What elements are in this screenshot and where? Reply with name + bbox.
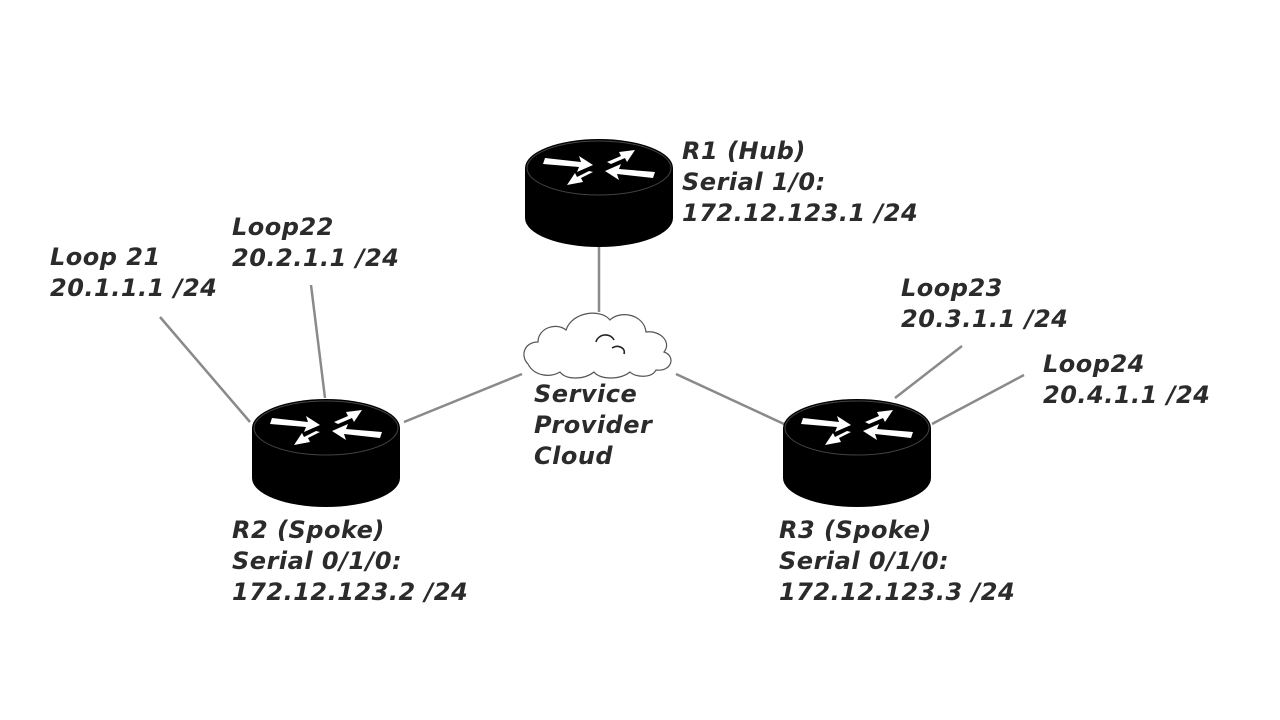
cloud-icon xyxy=(523,312,672,379)
loop24-address: 20.4.1.1 /24 xyxy=(1043,381,1211,409)
r2-name: R2 (Spoke) xyxy=(232,516,385,544)
router-r3-icon xyxy=(782,398,932,508)
cloud-label: Service Provider Cloud xyxy=(534,379,652,472)
r1-interface: Serial 1/0: xyxy=(682,168,826,196)
loop22-name: Loop22 xyxy=(232,213,334,241)
r1-name: R1 (Hub) xyxy=(682,137,806,165)
loop24-label: Loop24 20.4.1.1 /24 xyxy=(1043,349,1210,411)
loop21-address: 20.1.1.1 /24 xyxy=(50,274,218,302)
r3-label: R3 (Spoke) Serial 0/1/0: 172.12.123.3 /2… xyxy=(779,515,1015,608)
cloud-line1: Service xyxy=(534,380,638,408)
r3-address: 172.12.123.3 /24 xyxy=(779,578,1016,606)
link-loop23-r3 xyxy=(894,345,963,399)
loop23-label: Loop23 20.3.1.1 /24 xyxy=(901,273,1068,335)
r3-interface: Serial 0/1/0: xyxy=(779,547,950,575)
loop23-name: Loop23 xyxy=(901,274,1003,302)
loop23-address: 20.3.1.1 /24 xyxy=(901,305,1069,333)
cloud-line2: Provider xyxy=(534,411,653,439)
r1-label: R1 (Hub) Serial 1/0: 172.12.123.1 /24 xyxy=(682,136,918,229)
link-loop22-r2 xyxy=(309,284,327,399)
link-r2-cloud xyxy=(403,372,523,424)
router-r2-icon xyxy=(251,398,401,508)
cloud-line3: Cloud xyxy=(534,442,614,470)
link-loop21-r2 xyxy=(159,316,251,423)
r3-name: R3 (Spoke) xyxy=(779,516,932,544)
r2-address: 172.12.123.2 /24 xyxy=(232,578,469,606)
loop22-label: Loop22 20.2.1.1 /24 xyxy=(232,212,399,274)
loop24-name: Loop24 xyxy=(1043,350,1145,378)
r2-interface: Serial 0/1/0: xyxy=(232,547,403,575)
router-r1-icon xyxy=(524,138,674,248)
link-loop24-r3 xyxy=(931,373,1025,426)
r1-address: 172.12.123.1 /24 xyxy=(682,199,919,227)
loop21-label: Loop 21 20.1.1.1 /24 xyxy=(50,242,217,304)
loop21-name: Loop 21 xyxy=(50,243,161,271)
r2-label: R2 (Spoke) Serial 0/1/0: 172.12.123.2 /2… xyxy=(232,515,468,608)
link-cloud-r3 xyxy=(675,372,785,426)
loop22-address: 20.2.1.1 /24 xyxy=(232,244,400,272)
